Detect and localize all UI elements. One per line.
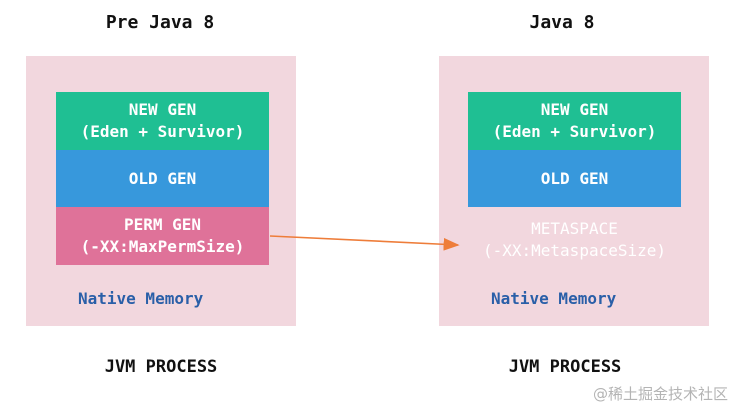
new-gen-label: NEW GEN (540, 100, 609, 119)
pre-java8-title: Pre Java 8 (105, 12, 215, 33)
watermark-text: @稀土掘金技术社区 (592, 385, 728, 403)
perm-gen-label: PERM GEN (123, 215, 202, 234)
new-gen-sublabel: (Eden + Survivor) (80, 122, 245, 141)
new-gen-label: NEW GEN (128, 100, 197, 119)
pre-java8-process-label: JVM PROCESS (104, 357, 218, 377)
pre-java8-jvm-panel: NEW GEN (Eden + Survivor) OLD GEN PERM G… (26, 56, 296, 326)
java8-process-label: JVM PROCESS (508, 357, 622, 377)
old-gen-label: OLD GEN (540, 168, 609, 188)
new-gen-box: NEW GEN (Eden + Survivor) (56, 92, 269, 150)
java8-jvm-panel: NEW GEN (Eden + Survivor) OLD GEN METASP… (439, 56, 709, 326)
old-gen-box: OLD GEN (56, 150, 269, 207)
perm-gen-sublabel: (-XX:MaxPermSize) (80, 237, 245, 256)
metaspace-box: METASPACE (-XX:MetaspaceSize) (468, 213, 681, 267)
java8-title: Java 8 (529, 12, 595, 33)
metaspace-label: METASPACE (531, 219, 618, 238)
old-gen-box: OLD GEN (468, 150, 681, 207)
perm-gen-box: PERM GEN (-XX:MaxPermSize) (56, 207, 269, 265)
native-memory-label: Native Memory (491, 289, 617, 308)
new-gen-box: NEW GEN (Eden + Survivor) (468, 92, 681, 150)
old-gen-label: OLD GEN (128, 168, 197, 188)
new-gen-sublabel: (Eden + Survivor) (492, 122, 657, 141)
metaspace-sublabel: (-XX:MetaspaceSize) (482, 241, 667, 260)
native-memory-label: Native Memory (78, 289, 204, 308)
